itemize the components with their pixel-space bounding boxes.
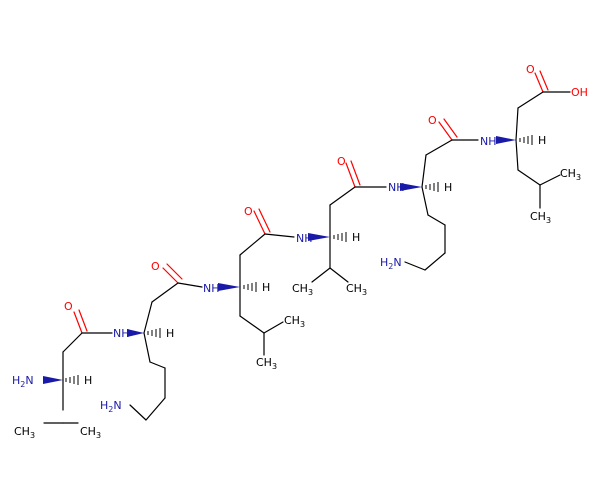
h-label-1: H bbox=[84, 374, 92, 387]
oxygen-label-4: O bbox=[337, 155, 346, 168]
hash-wedge-1 bbox=[65, 375, 79, 385]
h-label-4: H bbox=[352, 231, 360, 244]
hash-wedge-5 bbox=[425, 182, 439, 192]
wedge-2-n bbox=[127, 329, 144, 337]
oxygen-label-1: O bbox=[64, 300, 73, 313]
wedge-3-n bbox=[218, 283, 240, 291]
nh-label-1: NH bbox=[113, 327, 130, 340]
hash-wedge-3 bbox=[243, 282, 257, 292]
wedge-4-n bbox=[308, 233, 330, 241]
methyl-label-6b: CH3 bbox=[530, 210, 551, 225]
methyl-label-1b: CH3 bbox=[80, 425, 101, 440]
h-label-6: H bbox=[538, 134, 546, 147]
nh-label-5: NH bbox=[480, 135, 497, 148]
amine-label-2: H2N bbox=[100, 399, 122, 414]
hash-wedge-2 bbox=[147, 328, 161, 338]
methyl-label-4a: CH3 bbox=[292, 282, 313, 297]
stereo-wedges bbox=[43, 135, 533, 385]
methyl-label-3a: CH3 bbox=[284, 314, 305, 329]
methyl-label-1a: CH3 bbox=[14, 425, 35, 440]
amine-label-1: H2N bbox=[12, 374, 34, 389]
bonds bbox=[43, 70, 571, 424]
oxygen-label-5: O bbox=[428, 114, 437, 127]
wedge-6-n bbox=[496, 136, 516, 144]
nh-label-3: NH bbox=[296, 232, 313, 245]
h-label-3: H bbox=[262, 281, 270, 294]
h-label-2: H bbox=[166, 327, 174, 340]
nh-label-4: NH bbox=[388, 181, 405, 194]
oxygen-label-6: O bbox=[526, 63, 535, 76]
oxygen-label-3: O bbox=[244, 205, 253, 218]
methyl-label-6a: CH3 bbox=[560, 167, 581, 182]
hash-wedge-4 bbox=[333, 232, 347, 242]
oxygen-label-2: O bbox=[151, 260, 160, 273]
wedge-5-n bbox=[400, 183, 422, 191]
wedge-1-n bbox=[43, 376, 63, 384]
methyl-label-4b: CH3 bbox=[346, 282, 367, 297]
atom-labels: H2N H CH3 CH3 O NH H O NH H2N H O NH CH3… bbox=[12, 63, 588, 440]
amine-label-5: H2N bbox=[380, 256, 402, 271]
hydroxyl-label: OH bbox=[571, 86, 588, 99]
nh-label-2: NH bbox=[203, 282, 220, 295]
h-label-5: H bbox=[444, 181, 452, 194]
hash-wedge-6 bbox=[519, 135, 533, 145]
methyl-label-3b: CH3 bbox=[256, 356, 277, 371]
